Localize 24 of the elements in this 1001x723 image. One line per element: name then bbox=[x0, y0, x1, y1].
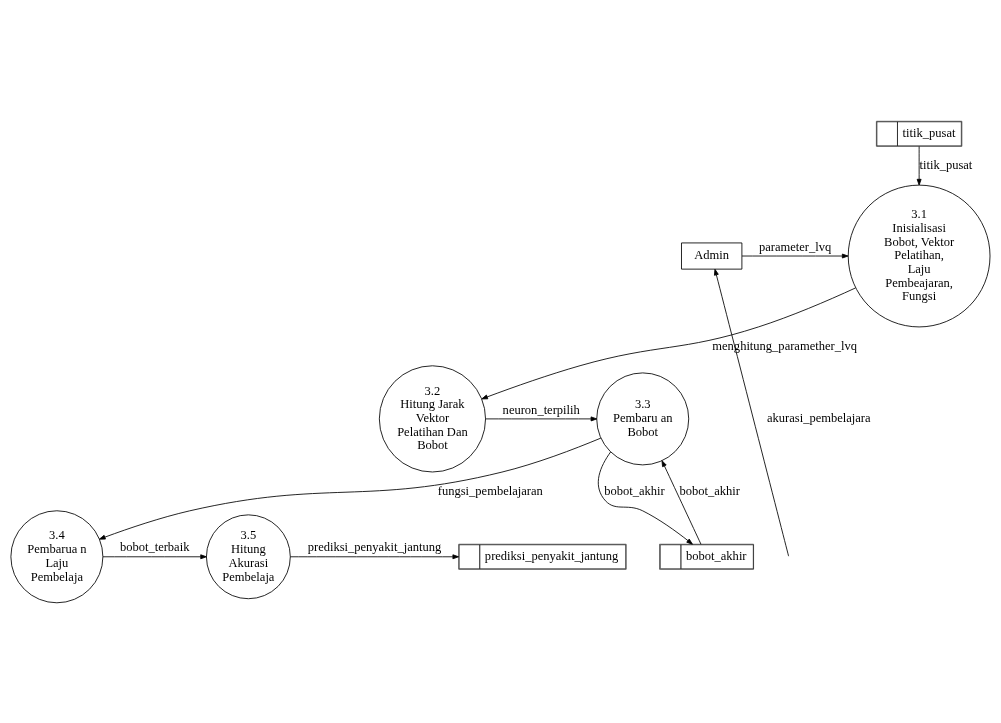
edge-label: akurasi_pembelajara bbox=[767, 410, 871, 425]
node-circle: 3.1 Inisialisasi Bobot, Vektor Pelatihan, Laju Pembeajaran, Fungsi bbox=[847, 184, 991, 327]
node-box: Admin bbox=[681, 242, 743, 270]
arrow bbox=[99, 437, 602, 540]
edge-label: titik_pusat bbox=[919, 157, 973, 172]
arrow bbox=[916, 145, 922, 185]
node-circle: 3.2 Hitung Jarak Vektor Pelatihan Dan Bobot bbox=[378, 364, 486, 472]
arrow bbox=[289, 553, 460, 559]
edge-label: bobot_akhir bbox=[679, 483, 740, 498]
arrow bbox=[714, 268, 790, 557]
edge-label: neuron_terpilih bbox=[502, 402, 580, 417]
edge-label: bobot_akhir bbox=[604, 483, 665, 498]
arrow bbox=[481, 287, 856, 399]
edge-label: prediksi_penyakit_jantung bbox=[307, 539, 442, 554]
edge-label: parameter_lvq bbox=[758, 239, 832, 254]
arrow bbox=[102, 553, 207, 559]
edge-label: menghitung_paramether_lvq bbox=[712, 338, 857, 353]
arrow bbox=[741, 253, 849, 258]
arrow bbox=[661, 459, 702, 545]
edge-label: fungsi_pembelajaran bbox=[437, 483, 543, 498]
arrow bbox=[597, 451, 693, 545]
arrow bbox=[485, 415, 598, 421]
edge-label: bobot_terbaik bbox=[119, 539, 190, 554]
node-circle: 3.5 Hitung Akurasi Pembelaja bbox=[206, 513, 291, 599]
